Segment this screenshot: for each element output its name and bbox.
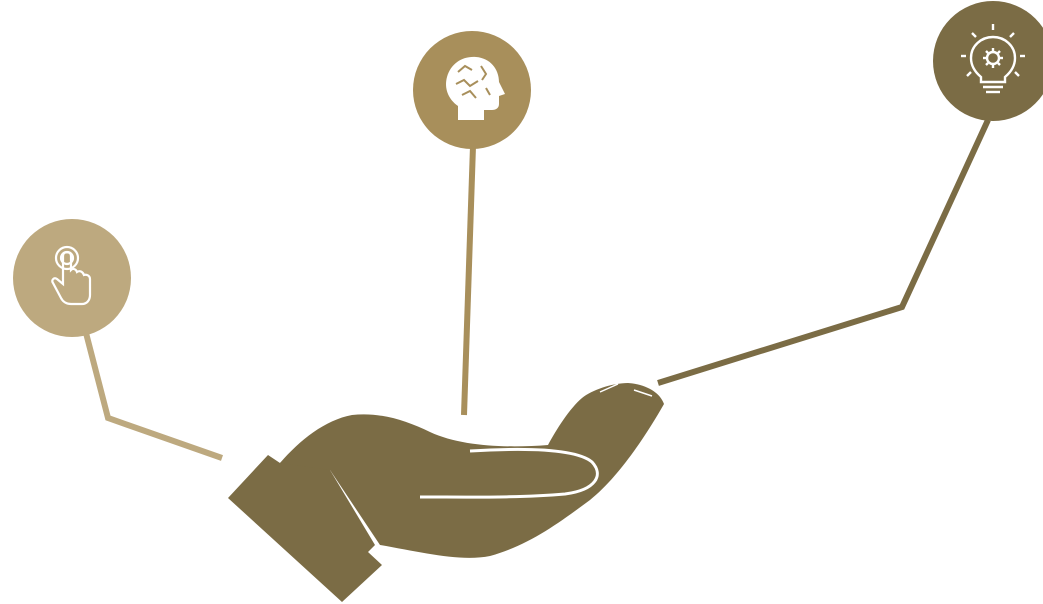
connector-touch: [86, 333, 222, 458]
connectors: [86, 120, 988, 458]
mind-node: [413, 31, 531, 149]
touch-node: [13, 219, 131, 337]
connector-idea: [658, 120, 988, 383]
connector-mind: [464, 146, 473, 415]
touch-circle: [13, 219, 131, 337]
idea-node: [933, 1, 1043, 121]
open-hand-icon: [228, 383, 664, 602]
